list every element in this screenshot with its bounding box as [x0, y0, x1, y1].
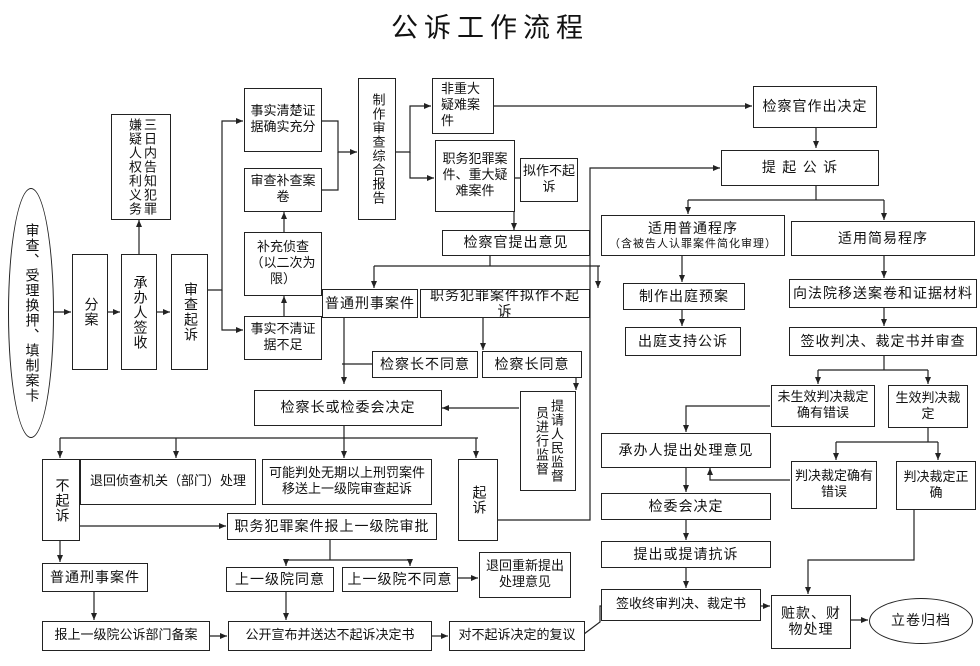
- node-shencha-buzha: 审查补查案卷: [244, 168, 322, 212]
- node-chengban-qianshou: 承办人签收: [121, 254, 157, 370]
- node-shangji-butongyi: 上一级院不同意: [342, 567, 458, 592]
- node-buchong-zhencha: 补充侦查（以二次为限）: [244, 232, 322, 296]
- node-zhiwu-nichi: 职务犯罪案件拟作不起诉: [420, 289, 590, 318]
- node-jianchazhang-butongyi: 检察长不同意: [372, 351, 478, 378]
- node-kangsu: 提出或提请抗诉: [601, 541, 771, 568]
- node-shangji-tongyi: 上一级院同意: [226, 567, 334, 592]
- node-chuting-yuan: 制作出庭预案: [623, 283, 745, 310]
- node-zhizuo-baogao: 制作审查综合报告: [358, 78, 396, 220]
- node-renmin-jiandu: 提请人民监督员进行监督: [520, 391, 576, 491]
- node-shishi-qingchu: 事实清楚证据确实充分: [244, 88, 322, 152]
- node-shishi-buqing: 事实不清证据不足: [244, 316, 322, 360]
- node-chuting-gongsu: 出庭支持公诉: [625, 327, 741, 356]
- start-node-receive-case: 审查、受理换押、填制案卡: [8, 188, 54, 438]
- node-putong-chengxu: 适用普通程序 （含被告人认罪案件简化审理）: [601, 215, 785, 256]
- node-putong-xingshi-1: 普通刑事案件: [322, 289, 418, 318]
- node-qisu: 起诉: [458, 459, 498, 541]
- node-queyou-cuowu: 判决裁定确有错误: [791, 461, 877, 509]
- node-zhengque: 判决裁定正确: [896, 461, 976, 510]
- node-gongkai-xuanbu: 公开宣布并送达不起诉决定书: [228, 621, 432, 651]
- node-zhiwu-baopi: 职务犯罪案件报上一级院审批: [227, 513, 437, 540]
- node-putong-chengxu-sub: （含被告人认罪案件简化审理）: [609, 237, 777, 250]
- node-fei-zhongda: 非重大疑难案件: [432, 78, 494, 134]
- node-jianchaguan-jueding: 检察官作出决定: [753, 86, 877, 128]
- node-tiqi-gongsu: 提 起 公 诉: [721, 150, 879, 186]
- node-fenan: 分案: [72, 254, 108, 370]
- node-jianweihui: 检委会决定: [601, 493, 771, 520]
- node-fuyi: 对不起诉决定的复议: [449, 621, 585, 651]
- node-beian: 报上一级院公诉部门备案: [42, 621, 210, 651]
- node-shengxiao: 生效判决裁定: [888, 385, 968, 428]
- node-weishengxiao-cuowu: 未生效判决裁定确有错误: [771, 385, 875, 427]
- node-putong-xingshi-2: 普通刑事案件: [42, 563, 148, 592]
- node-wuqi-yishang: 可能判处无期以上刑罚案件移送上一级院审查起诉: [262, 459, 432, 505]
- node-qianshou-panjue: 签收判决、裁定书并审查: [789, 327, 977, 356]
- node-gaozhi-quanli: 三日内告知犯罪嫌疑人权利义务: [111, 114, 171, 220]
- node-jianchazhang-tongyi: 检察长同意: [482, 351, 582, 378]
- node-jianweihui-jueding: 检察长或检委会决定: [254, 390, 442, 426]
- node-nichi-buqisu: 拟作不起诉: [520, 158, 578, 202]
- end-node-guidang: 立卷归档: [869, 598, 973, 644]
- node-zhiwu-zhongda: 职务犯罪案件、重大疑难案件: [435, 140, 515, 212]
- node-tuihui-chongxin: 退回重新提出处理意见: [479, 552, 571, 598]
- node-zangkuan: 赃款、财物处理: [771, 595, 851, 649]
- node-yisong-juanzong: 向法院移送案卷和证据材料: [789, 279, 977, 308]
- node-jianyi-chengxu: 适用简易程序: [791, 221, 975, 256]
- node-tuihui-zhencha: 退回侦查机关（部门）处理: [80, 459, 256, 505]
- node-jianchaguan-yijian: 检察官提出意见: [442, 230, 590, 256]
- node-shencha-qisu: 审查起诉: [171, 254, 208, 370]
- node-putong-chengxu-label: 适用普通程序: [648, 221, 738, 237]
- page-title: 公诉工作流程: [391, 13, 589, 44]
- node-buqisu: 不起诉: [42, 459, 80, 541]
- node-chengban-yijian: 承办人提出处理意见: [601, 433, 771, 468]
- node-zhongshen: 签收终审判决、裁定书: [601, 589, 761, 621]
